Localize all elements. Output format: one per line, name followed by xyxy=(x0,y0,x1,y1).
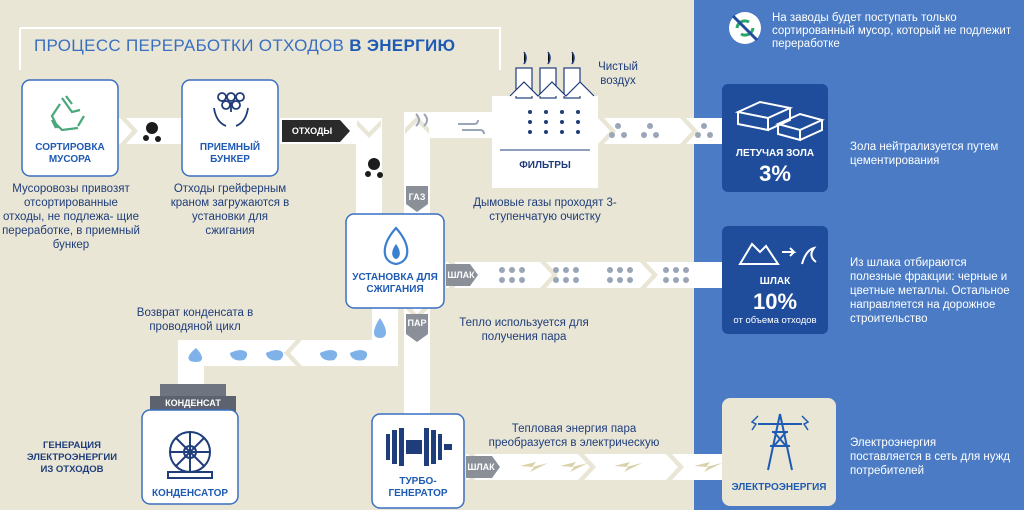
slag-label: ШЛАК xyxy=(759,276,791,287)
tag-condensate: КОНДЕНСАТ xyxy=(165,398,221,408)
incinerator-card xyxy=(345,213,445,309)
turbine-icon xyxy=(386,428,452,466)
pipe-filter-ash xyxy=(596,118,726,144)
flame-icon xyxy=(383,226,409,266)
tag-slag-2: ШЛАК xyxy=(467,462,495,472)
power-tower-icon xyxy=(750,413,810,471)
bunker-caption: Отходы грейферным краном загружаются в у… xyxy=(170,183,290,237)
water-drop-icon xyxy=(188,318,386,362)
tag-slag: ШЛАК xyxy=(447,270,475,280)
clean-air-caption: Чистый воздух xyxy=(598,61,638,87)
recycle-icon xyxy=(50,95,85,132)
condensate-return-note: Возврат конденсата в проводяной цикл xyxy=(136,307,254,333)
sorting-caption: Мусоровозы привозят отсортированные отхо… xyxy=(2,183,140,251)
electricity-label: ЭЛЕКТРОЭНЕРГИЯ xyxy=(731,482,827,493)
tag-waste: ОТХОДЫ xyxy=(291,126,333,136)
fly-ash-label: ЛЕТУЧАЯ ЗОЛА xyxy=(735,148,815,159)
bunker-card xyxy=(181,79,279,177)
page-title: ПРОЦЕСС ПЕРЕРАБОТКИ ОТХОДОВ В ЭНЕРГИЮ xyxy=(34,36,456,55)
filters-caption: Дымовые газы проходят 3-ступенчатую очис… xyxy=(473,197,617,223)
generation-caption: ГЕНЕРАЦИЯ ЭЛЕКТРОЭНЕРГИИ ИЗ ОТХОДОВ xyxy=(26,440,118,475)
fan-icon xyxy=(167,431,213,479)
fly-ash-desc: Зола нейтрализуется путем цементирования xyxy=(850,141,999,167)
crane-grab-icon xyxy=(213,92,249,127)
electricity-card xyxy=(722,398,836,506)
fly-ash-card xyxy=(722,84,828,192)
heat-electric-note: Тепловая энергия пара преобразуется в эл… xyxy=(488,423,660,449)
tag-gas: ГАЗ xyxy=(408,192,426,202)
slag-desc: Из шлака отбираются полезные фракции: че… xyxy=(850,257,1010,325)
mountain-road-icon xyxy=(738,242,817,265)
tag-steam: ПАР xyxy=(407,318,427,328)
waste-arrow xyxy=(282,120,350,142)
no-recycle-icon xyxy=(729,12,761,44)
slag-value: 10% xyxy=(752,289,798,314)
factory-icon xyxy=(492,51,598,188)
smoke-icon xyxy=(415,113,485,135)
incinerator-label: УСТАНОВКА ДЛЯ СЖИГАНИЯ xyxy=(352,272,438,295)
title-frame xyxy=(20,27,501,70)
pipe-slag xyxy=(446,262,728,288)
sorting-label: СОРТИРОВКА МУСОРА xyxy=(35,142,105,165)
filters-label: ФИЛЬТРЫ xyxy=(519,160,571,171)
slag-card xyxy=(722,226,828,334)
fly-ash-value: 3% xyxy=(759,161,791,186)
cement-block-icon xyxy=(734,100,825,142)
heat-steam-note: Тепло используется для получения пара xyxy=(459,317,589,343)
slag-sub: от объема отходов xyxy=(733,315,817,326)
condenser-label: КОНДЕНСАТОР xyxy=(151,488,229,499)
electricity-desc: Электроэнергия поставляется в сеть для н… xyxy=(850,437,1011,477)
turbine-label: ТУРБО- ГЕНЕРАТОР xyxy=(388,476,448,499)
bunker-label: ПРИЕМНЫЙ БУНКЕР xyxy=(199,142,261,165)
pipe-cond-down xyxy=(178,340,204,390)
notice-text: На заводы будет поступать только сортиро… xyxy=(772,12,1012,50)
